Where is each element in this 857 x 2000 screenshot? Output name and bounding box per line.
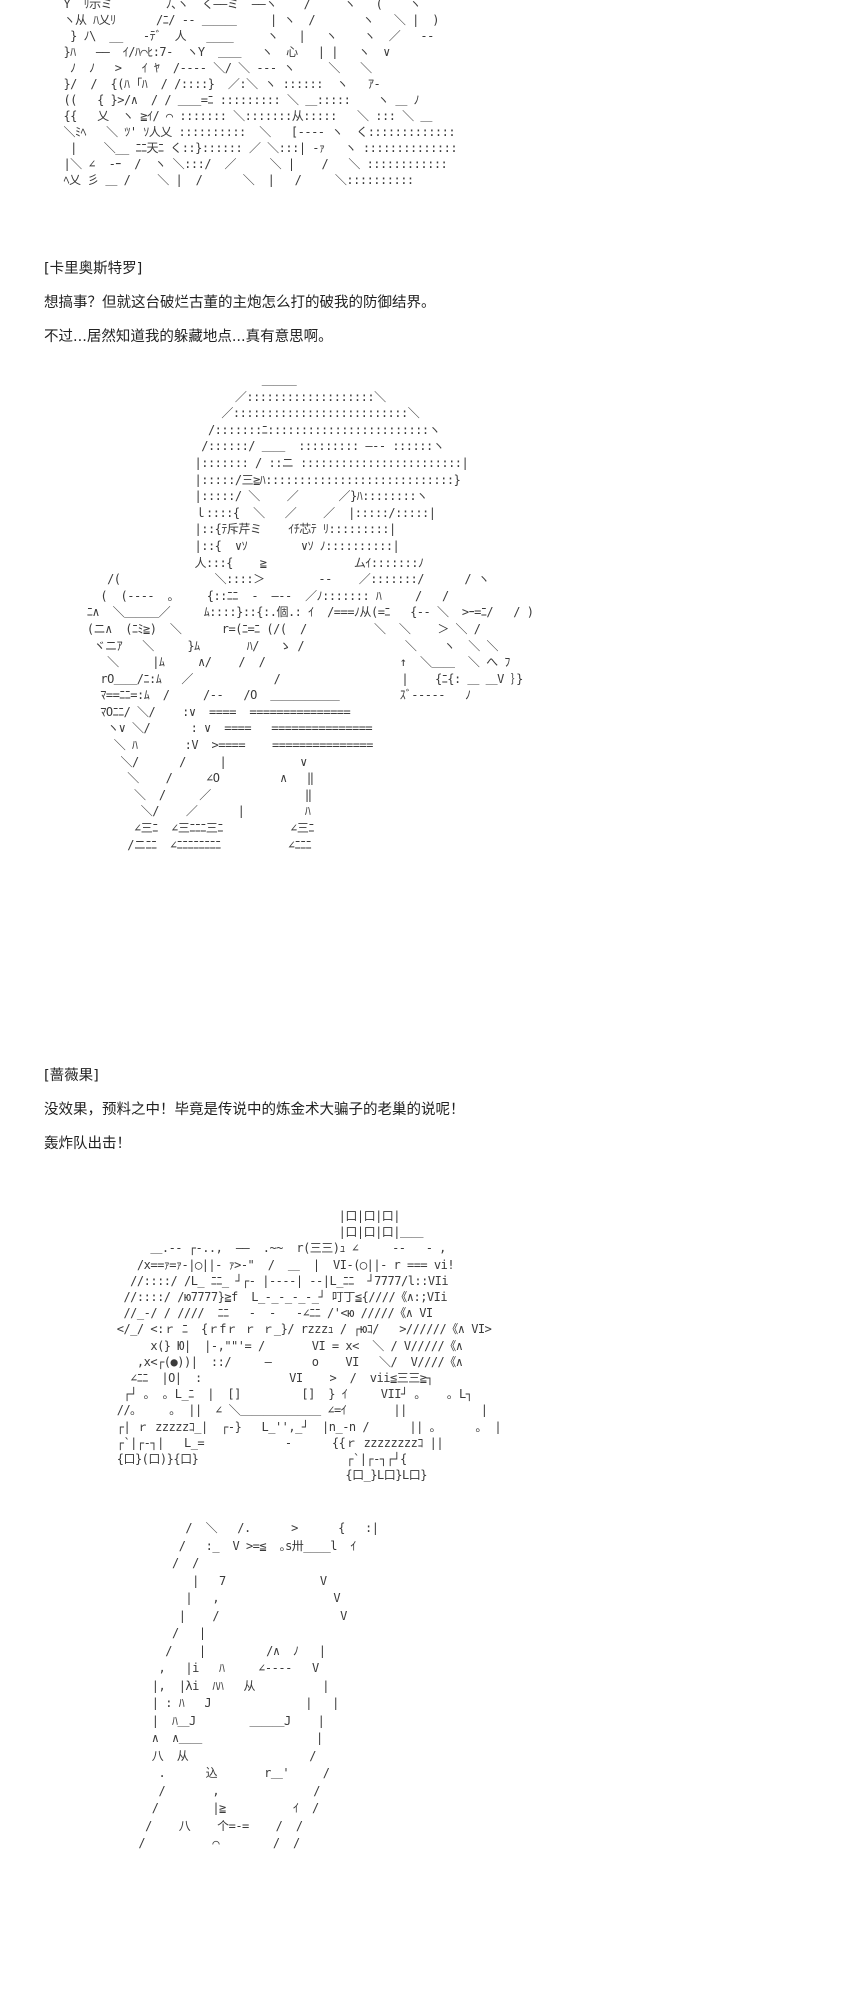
ascii-art-scene-2: ＿＿＿ ／:::::::::::::::::::＼ ／:::::::::::::… [86,373,534,852]
ascii-art-scene-1: Y ﾘ示ミ ﾉ､ヽ く――ミ ――ヽ / ヽ ( ヽ ヽ从 ﾊ乂ﾘ /ﾆ/ ‐‐… [63,0,458,187]
dialogue-line: 想搞事？但就这台破烂古董的主炮怎么打的破我的防御结界。 [44,295,436,311]
dialogue-line: 轰炸队出击！ [44,1136,131,1152]
speaker-name: [蔷薇果] [44,1068,99,1084]
ascii-art-scene-3: |口|口|口| |口|口|口|＿＿ ＿.-‐ ┌‐.., ―― .~~ r(三三… [116,1209,502,1483]
dialogue-line: 不过...居然知道我的躲藏地点...真有意思啊。 [44,329,333,345]
speaker-name: [卡里奥斯特罗] [44,261,143,277]
ascii-art-scene-4: / ＼ /. > { :| / :_ V >=≦ ｡s卅____l ｲ / / … [138,1521,379,1850]
dialogue-line: 没效果，预料之中！毕竟是传说中的炼金术大骗子的老巢的说呢！ [44,1102,465,1118]
